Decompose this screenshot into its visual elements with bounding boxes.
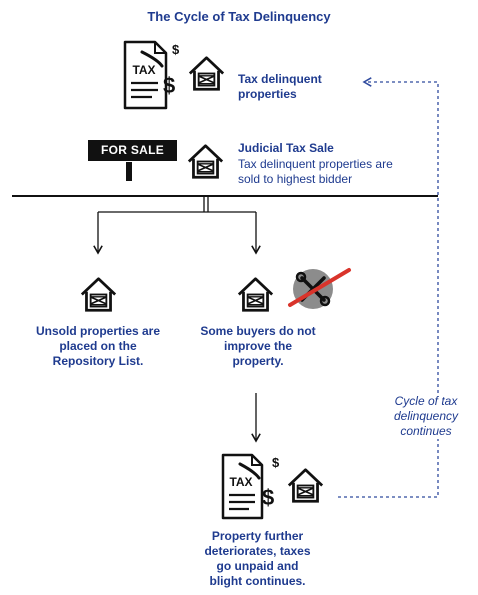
tax-document-icon: TAX bbox=[123, 40, 168, 110]
dollar-sign-icon: $ bbox=[262, 485, 274, 510]
no-tools-icon bbox=[288, 268, 351, 309]
tax-delinquent-label: Tax delinquent properties bbox=[238, 72, 322, 101]
unsold-properties-label: Unsold properties are placed on the Repo… bbox=[35, 324, 161, 368]
dollar-sign-icon: $ bbox=[172, 42, 180, 57]
dollar-sign-icon: $ bbox=[163, 73, 175, 98]
judicial-tax-sale-heading: Judicial Tax Sale bbox=[238, 141, 334, 155]
for-sale-sign-icon: FOR SALE bbox=[88, 140, 177, 161]
dollar-sign-icon: $ bbox=[272, 455, 280, 470]
boarded-house-icon bbox=[188, 56, 225, 91]
tax-document-text: TAX bbox=[132, 63, 155, 77]
boarded-house-icon bbox=[237, 277, 274, 312]
deterioration-label: Property further deteriorates, taxes go … bbox=[204, 529, 311, 588]
boarded-house-icon bbox=[287, 468, 324, 503]
judicial-tax-sale-description: Tax delinquent properties are sold to hi… bbox=[238, 157, 393, 186]
sign-post bbox=[126, 162, 132, 181]
boarded-house-icon bbox=[187, 144, 224, 179]
cycle-continues-label: Cycle of tax delinquency continues bbox=[381, 394, 471, 439]
buyers-label: Some buyers do not improve the property. bbox=[200, 324, 316, 368]
tax-document-icon: TAX bbox=[221, 453, 264, 520]
tax-document-text: TAX bbox=[229, 475, 252, 489]
cycle-dashed-arrow bbox=[338, 77, 439, 498]
boarded-house-icon bbox=[80, 277, 117, 312]
page-title: The Cycle of Tax Delinquency bbox=[147, 9, 331, 24]
